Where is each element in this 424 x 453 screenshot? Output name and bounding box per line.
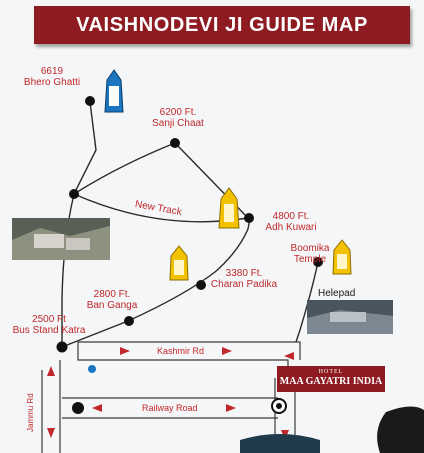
arrow-kashmir-1 <box>120 347 130 355</box>
map-title: VAISHNODEVI JI GUIDE MAP <box>76 13 368 36</box>
label-ban-ganga: 2800 Ft. Ban Ganga <box>80 289 144 311</box>
name-adh-kuwari: Adh Kuwari <box>265 222 317 233</box>
bhero-shrine-icon <box>104 69 124 113</box>
point-bus-stand <box>56 341 68 353</box>
point-railway-left <box>72 402 84 414</box>
point-charan-padika <box>196 280 206 290</box>
elevation-bhero-ghatti: 6619 <box>40 66 64 77</box>
point-blue <box>88 365 96 373</box>
elevation-sanji-chaat: 6200 Ft. <box>159 107 197 118</box>
label-charan-padika: 3380 Ft. Charan Padika <box>204 268 284 290</box>
label-bhero-ghatti: 6619 Bhero Ghatti <box>22 66 82 88</box>
point-ban-ganga <box>124 316 134 326</box>
name-bus-stand: Bus Stand Katra <box>12 325 86 336</box>
helepad-photo <box>307 300 393 334</box>
bottom-decoration-left <box>240 434 320 453</box>
arrow-railway-1 <box>92 404 102 412</box>
path-katra-adhkuwari <box>61 217 251 348</box>
arrow-railway-2 <box>226 404 236 412</box>
label-helepad: Helepad <box>318 288 356 299</box>
path-to-helepad <box>295 261 319 343</box>
hotel-sign: HOTEL MAA GAYATRI INDIA <box>277 366 385 392</box>
railway-station-icon <box>271 398 287 414</box>
elevation-adh-kuwari: 4800 Ft. <box>272 211 310 222</box>
adh-kuwari-shrine-icon <box>218 187 240 229</box>
arrow-kashmir-3 <box>284 352 294 360</box>
elevation-ban-ganga: 2800 Ft. <box>93 289 131 300</box>
hotel-line1: HOTEL <box>318 369 344 375</box>
boomika-shrine-icon <box>332 239 352 275</box>
hotel-name: MAA GAYATRI INDIA <box>279 376 383 387</box>
railway-road <box>62 397 278 419</box>
name-charan-padika: Charan Padika <box>210 279 278 290</box>
arrow-kashmir-2 <box>222 347 232 355</box>
elevation-charan-padika: 3380 Ft. <box>225 268 263 279</box>
charan-shrine-icon <box>169 245 189 281</box>
elevation-bus-stand: 2500 Ft <box>32 314 66 325</box>
label-railway-road: Railway Road <box>142 403 198 413</box>
title-banner: VAISHNODEVI JI GUIDE MAP <box>34 6 410 44</box>
name-bhero-ghatti: Bhero Ghatti <box>23 77 81 88</box>
jammu-road-left <box>41 360 61 453</box>
temple-photo <box>12 218 110 260</box>
point-sanji-chaat <box>170 138 180 148</box>
label-boomika-temple: Boomika Temple <box>282 243 338 265</box>
point-adh-kuwari <box>244 213 254 223</box>
name-boomika-line2: Temple <box>293 254 327 265</box>
name-ban-ganga: Ban Ganga <box>86 300 138 311</box>
arrow-jammu-down <box>47 428 55 438</box>
label-bus-stand-katra: 2500 Ft Bus Stand Katra <box>10 314 88 336</box>
name-sanji-chaat: Sanji Chaat <box>152 118 204 129</box>
bottom-decoration-right <box>377 406 424 453</box>
label-adh-kuwari: 4800 Ft. Adh Kuwari <box>259 211 323 233</box>
arrow-jammu-up <box>47 366 55 376</box>
location-points <box>56 96 323 414</box>
point-junction <box>69 189 79 199</box>
label-sanji-chaat: 6200 Ft. Sanji Chaat <box>143 107 213 129</box>
label-jammu-road: Jammu Rd <box>26 393 35 432</box>
point-bhero-ghatti <box>85 96 95 106</box>
point-boomika-temple <box>313 257 323 267</box>
label-kashmir-road: Kashmir Rd <box>157 346 205 356</box>
name-boomika-line1: Boomika <box>290 243 330 254</box>
